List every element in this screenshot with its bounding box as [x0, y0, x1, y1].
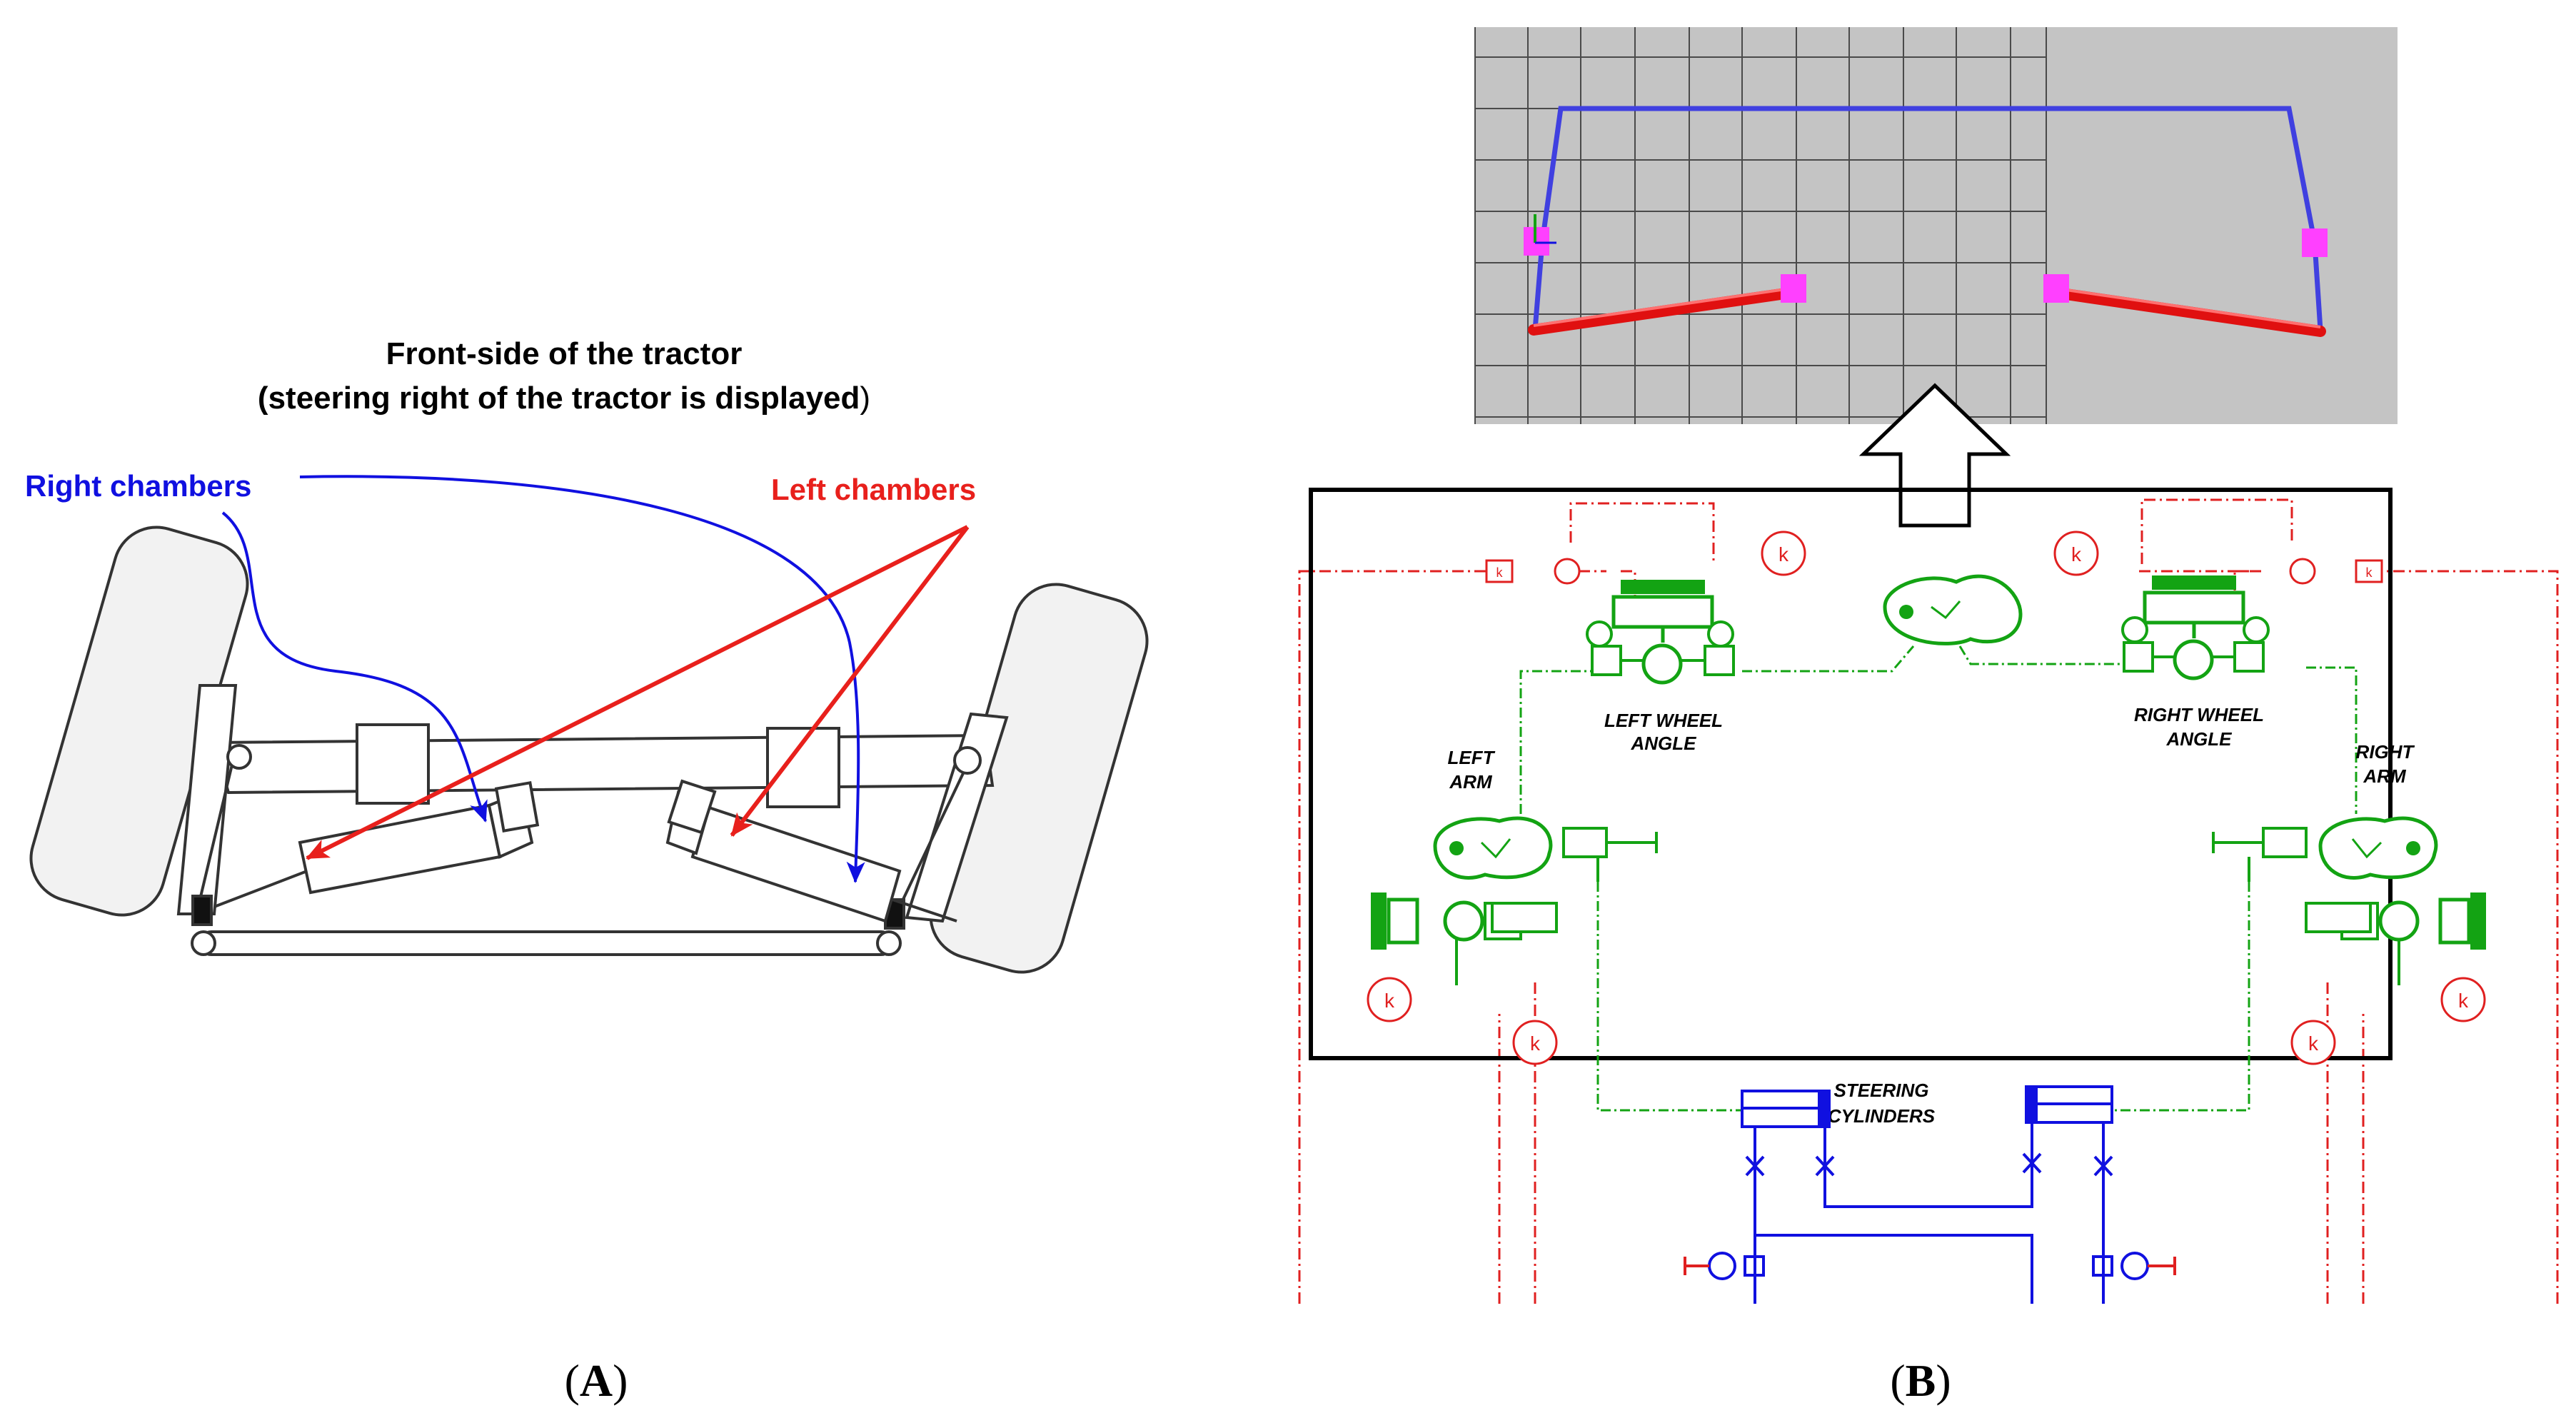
model-box	[1309, 488, 2393, 1060]
panel-a: Front-side of the tractor (steering righ…	[25, 336, 1149, 1406]
3d-steering-linkage	[1532, 106, 2323, 331]
label-steering-2: CYLINDERS	[1828, 1105, 1936, 1127]
label-left-arm-1: LEFT	[1448, 747, 1496, 768]
label-left-chambers: Left chambers	[771, 473, 976, 506]
svg-text:k: k	[2458, 990, 2469, 1012]
svg-text:k: k	[1530, 1032, 1541, 1055]
arrow-left-chamber-1	[306, 525, 969, 860]
tie-rod	[191, 744, 982, 956]
svg-text:k: k	[1384, 990, 1395, 1012]
3d-left-arm	[1528, 287, 1796, 336]
svg-text:k: k	[2071, 543, 2082, 565]
gain-top-right: k k	[2053, 531, 2383, 585]
label-right-wheel-angle-1: RIGHT WHEEL	[2134, 704, 2264, 725]
svg-text:k: k	[2308, 1032, 2319, 1055]
3d-joint-4	[2302, 228, 2328, 257]
3d-view	[1474, 27, 2398, 424]
arrow-right-chamber-1	[221, 511, 488, 823]
up-arrow	[1858, 383, 2011, 528]
label-right-chambers: Right chambers	[25, 469, 251, 503]
svg-text:k: k	[1778, 543, 1789, 565]
arrow-right-chamber-2	[299, 475, 865, 883]
chassis-body-block	[1883, 574, 2023, 645]
label-left-wheel-angle-1: LEFT WHEEL	[1604, 710, 1723, 731]
3d-right-arm	[2051, 287, 2326, 337]
3d-joint-3	[2043, 274, 2069, 303]
svg-text:k: k	[1496, 565, 1504, 580]
right-wheel-angle-block	[2121, 575, 2270, 680]
label-steering-1: STEERING	[1834, 1080, 1929, 1101]
left-wheel-angle-block	[1586, 580, 1735, 685]
gain-top-left: k k	[1485, 531, 1806, 585]
right-arm-block: k k	[2212, 816, 2486, 1065]
caption-b: (B)	[1890, 1355, 1951, 1406]
panel-a-title-line1: Front-side of the tractor	[386, 336, 743, 371]
label-right-arm-2: ARM	[2363, 765, 2407, 787]
left-arm-block: k k	[1367, 816, 1658, 1065]
label-right-wheel-angle-2: ANGLE	[2166, 728, 2233, 750]
panel-b: LEFT WHEEL ANGLE RIGHT WHEEL ANGLE k k	[1298, 27, 2559, 1406]
panel-a-title-line2: (steering right of the tractor is displa…	[258, 381, 870, 416]
left-steering-cylinder	[213, 780, 540, 908]
label-right-arm-1: RIGHT	[2356, 741, 2415, 763]
caption-a: (A)	[565, 1355, 628, 1406]
mechanical-links	[1519, 645, 2358, 1112]
steering-cylinders-block	[1741, 1085, 2113, 1128]
arrow-left-chamber-2	[730, 526, 970, 837]
label-left-wheel-angle-2: ANGLE	[1631, 733, 1697, 754]
3d-view-grid	[1474, 27, 2047, 424]
svg-text:k: k	[2366, 565, 2373, 580]
label-left-arm-2: ARM	[1449, 771, 1493, 793]
hydraulic-lines	[1684, 1122, 2176, 1304]
3d-joint-2	[1781, 274, 1806, 303]
